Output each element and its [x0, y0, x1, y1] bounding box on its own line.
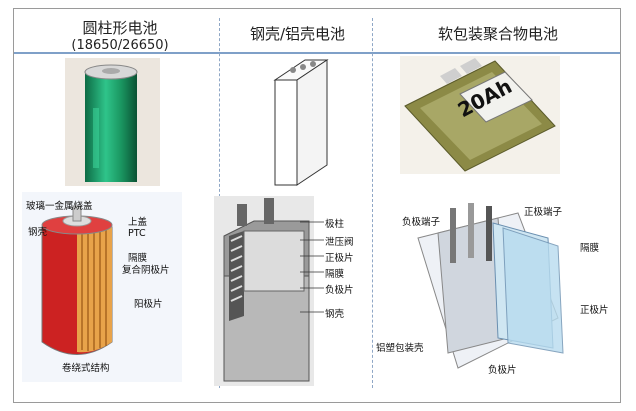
- label-negative-pouch: 负极片: [488, 365, 517, 376]
- label-shell: 钢壳: [325, 309, 345, 320]
- label-ptc: PTC: [128, 228, 146, 239]
- label-anode: 阳极片: [134, 299, 163, 310]
- header-cylindrical-title: 圆柱形电池: [82, 19, 158, 37]
- label-positive-pris: 正极片: [325, 253, 354, 264]
- label-cap: 上盖: [128, 217, 148, 228]
- prismatic-leader-lines: [300, 221, 324, 313]
- label-neg-terminal: 负极端子: [402, 217, 441, 228]
- label-pos-terminal: 正极端子: [524, 207, 563, 218]
- label-separator-cyl: 隔膜: [128, 253, 148, 264]
- label-al-film: 铝塑包装壳: [376, 343, 424, 354]
- prismatic-cutaway: [214, 196, 314, 386]
- cylindrical-caption: 卷绕式结构: [62, 363, 110, 374]
- label-separator-pouch: 隔膜: [580, 243, 600, 254]
- header-prismatic: 钢壳/铝壳电池: [249, 25, 346, 43]
- header-pouch: 软包装聚合物电池: [437, 25, 558, 43]
- cylindrical-cell-photo: [65, 58, 160, 186]
- pouch-cell-photo: [400, 56, 560, 174]
- cylindrical-cutaway: [22, 192, 182, 382]
- label-negative-pris: 负极片: [325, 285, 354, 296]
- label-composite-cathode: 复合阴极片: [122, 265, 170, 276]
- header-cylindrical-subtitle: (18650/26650): [71, 38, 169, 53]
- label-steel-shell: 钢壳: [28, 227, 48, 238]
- prismatic-cell-drawing: [273, 59, 329, 186]
- label-terminal: 极柱: [325, 219, 345, 230]
- label-positive-pouch: 正极片: [580, 305, 609, 316]
- header-divider: [14, 52, 620, 54]
- label-glass-seal: 玻璃一金属烧盖: [26, 201, 93, 212]
- column-divider-2: [372, 18, 373, 388]
- header-cylindrical: 圆柱形电池 (18650/26650): [40, 17, 200, 53]
- label-separator-pris: 隔膜: [325, 269, 345, 280]
- pouch-exploded-view: [398, 198, 568, 378]
- label-vent: 泄压阀: [325, 237, 354, 248]
